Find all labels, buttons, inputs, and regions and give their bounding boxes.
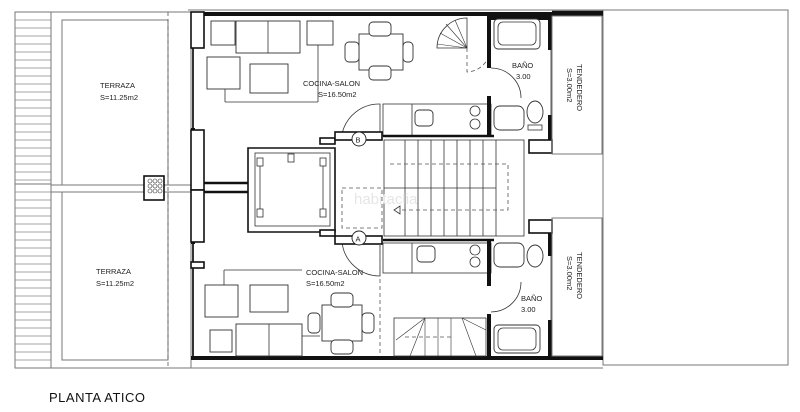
watermark: habitaclia <box>354 191 418 208</box>
room-label-terraza-bottom: TERRAZA <box>96 267 131 276</box>
toilet-icon <box>526 100 544 124</box>
dining-table-icon <box>321 304 363 342</box>
armchair-icon <box>206 56 241 90</box>
terraces <box>50 11 192 369</box>
room-area-cocina-salon-top: S=16.50m2 <box>318 90 357 99</box>
room-label-cocina-salon-bottom: COCINA-SALON <box>306 268 363 277</box>
coffee-table-icon <box>249 63 289 94</box>
room-label-bano-top: BAÑO <box>512 61 533 70</box>
door-marker-b: B <box>351 131 367 147</box>
main-staircase: habitaclia <box>341 139 525 237</box>
secondary-staircase <box>393 317 487 357</box>
room-label-tendedero-top: TENDEDERO <box>575 64 584 111</box>
room-area-terraza-bottom: S=11.25m2 <box>96 279 134 288</box>
unit-top <box>382 10 603 155</box>
room-area-terraza-top: S=11.25m2 <box>100 93 138 102</box>
room-label-tendedero-bottom: TENDEDERO <box>575 252 584 299</box>
room-label-bano-bottom: BAÑO <box>521 294 542 303</box>
sink-icon <box>493 242 525 268</box>
armchair-icon <box>204 284 239 318</box>
svg-text:A: A <box>356 235 361 244</box>
right-area <box>188 9 789 369</box>
left-railing <box>14 11 52 369</box>
sink-icon <box>493 105 525 131</box>
bathtub-icon <box>493 18 541 50</box>
room-label-terraza-top: TERRAZA <box>100 81 135 90</box>
room-area-tendedero-top: S=3.00m2 <box>565 68 574 102</box>
svg-text:B: B <box>356 136 361 145</box>
living-bottom-furniture <box>204 269 375 357</box>
plan-title: PLANTA ATICO <box>49 390 146 405</box>
living-top-furniture <box>206 20 414 141</box>
unit-bottom <box>334 217 603 357</box>
stair-arrow-icon <box>393 205 401 215</box>
coffee-table-icon <box>249 284 289 313</box>
room-area-bano-top: 3.00 <box>516 72 531 81</box>
bathtub-icon <box>493 324 541 354</box>
room-area-bano-bottom: 3.00 <box>521 305 536 314</box>
door-marker-a: A <box>351 230 367 246</box>
elevator-shaft <box>204 137 336 237</box>
room-area-tendedero-bottom: S=3.00m2 <box>565 256 574 290</box>
room-area-cocina-salon-bottom: S=16.50m2 <box>306 279 345 288</box>
room-label-cocina-salon-top: COCINA-SALON <box>303 79 360 88</box>
toilet-icon <box>526 244 544 268</box>
dining-table-icon <box>358 33 404 71</box>
